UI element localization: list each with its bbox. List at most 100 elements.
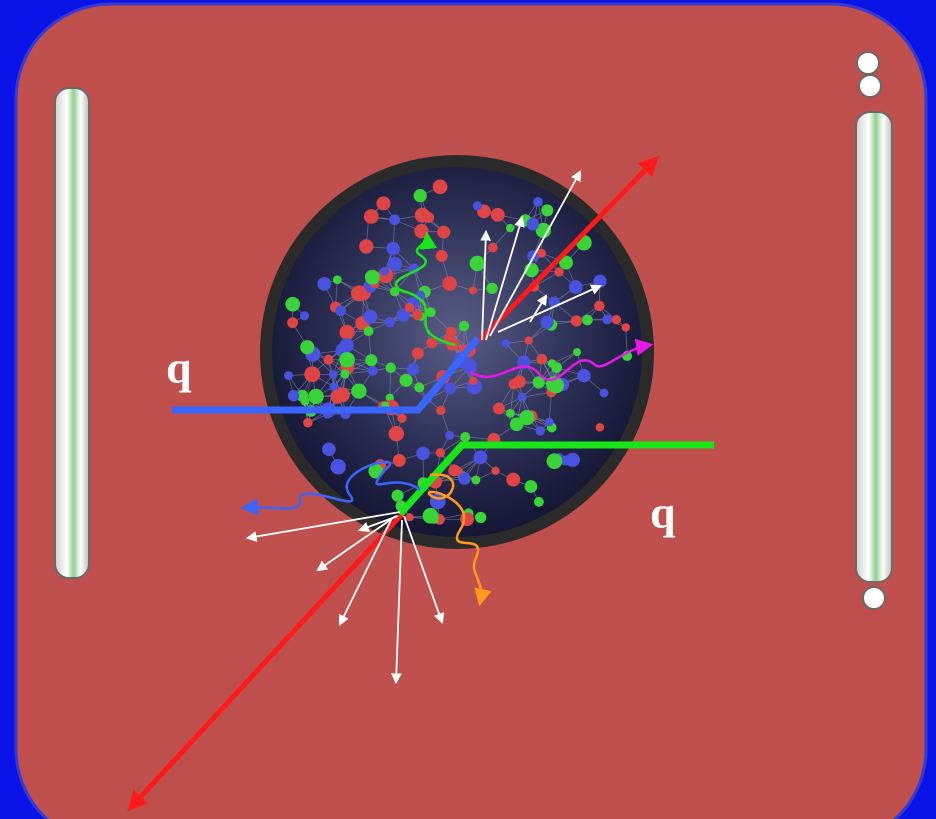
hadron-arrow	[245, 511, 401, 542]
particle	[363, 309, 378, 324]
particle	[376, 196, 391, 211]
particle	[469, 376, 478, 386]
particle	[573, 348, 582, 357]
particle	[328, 370, 338, 379]
particle	[432, 179, 448, 195]
particle	[412, 309, 423, 321]
particle	[303, 417, 313, 428]
particle	[437, 225, 451, 239]
particle	[300, 397, 310, 406]
particle	[425, 307, 436, 318]
particle	[426, 337, 438, 349]
particle	[469, 255, 485, 272]
hadron-arrow	[403, 515, 445, 625]
particle	[435, 249, 448, 262]
particle	[490, 207, 505, 222]
particle	[509, 417, 524, 432]
particle	[536, 248, 546, 258]
particle	[486, 282, 498, 295]
particle	[406, 363, 420, 376]
gluon-magenta	[469, 338, 654, 382]
particle	[386, 241, 400, 256]
particle	[339, 338, 354, 353]
particle	[399, 373, 413, 387]
particle	[473, 450, 488, 465]
quark-label-left: q	[166, 342, 192, 393]
particle	[388, 425, 405, 442]
particle	[384, 316, 395, 328]
particle	[413, 189, 427, 203]
particle	[380, 267, 390, 276]
particle	[595, 422, 605, 432]
particle	[551, 362, 563, 373]
detector-bar-right-cap	[858, 74, 882, 98]
particle	[546, 453, 563, 470]
hadron-arrow	[480, 229, 492, 341]
particle	[359, 239, 374, 254]
particle	[414, 207, 430, 223]
particle	[329, 382, 339, 392]
particle	[287, 317, 298, 329]
particle	[414, 382, 425, 393]
particle	[505, 223, 515, 233]
detector-bar-right	[855, 111, 893, 583]
particle	[364, 269, 380, 285]
particle	[471, 475, 481, 485]
particle	[460, 431, 471, 442]
hadron-arrow	[489, 170, 582, 337]
particle	[287, 390, 300, 402]
particle	[368, 463, 383, 479]
particle	[442, 276, 457, 291]
hadron-arrow	[497, 284, 602, 333]
particle	[322, 442, 336, 457]
particle	[404, 302, 415, 313]
particle	[308, 388, 324, 405]
jet-axis-arrow	[478, 155, 659, 342]
mesh-link	[551, 351, 578, 364]
quark-line-left	[172, 335, 481, 414]
particle	[524, 480, 538, 493]
particle	[299, 311, 310, 321]
detector-bar-right-cap	[862, 586, 886, 610]
particle	[599, 388, 609, 398]
hadron-arrow	[338, 517, 393, 626]
jet-axis-arrow	[127, 510, 406, 812]
hadron-arrow	[357, 515, 399, 533]
particle	[568, 280, 583, 294]
particle	[541, 204, 554, 217]
quark-line-right	[397, 441, 714, 517]
particle	[389, 286, 400, 297]
particle	[416, 446, 430, 461]
particle	[385, 393, 394, 402]
particle	[535, 426, 545, 436]
particle	[339, 351, 355, 368]
particle	[533, 496, 544, 507]
hadron-arrow	[529, 294, 548, 323]
particle	[367, 365, 378, 376]
particle	[570, 315, 582, 327]
hadron-arrow	[485, 215, 525, 341]
particle	[397, 413, 407, 423]
detector-bar-right-cap	[856, 51, 880, 75]
particle	[340, 369, 350, 379]
particle	[536, 353, 548, 365]
particle	[445, 326, 457, 338]
particle	[565, 452, 580, 468]
detector-bar-left	[54, 87, 90, 579]
particle	[391, 489, 404, 502]
particle	[593, 274, 607, 288]
particle	[444, 382, 457, 395]
particle	[519, 409, 535, 426]
hadron-arrow	[390, 519, 403, 685]
particle	[533, 196, 543, 207]
particle	[323, 354, 334, 365]
particle	[517, 392, 527, 402]
particle	[330, 389, 345, 404]
particle	[330, 459, 346, 475]
particle	[462, 358, 478, 374]
particle	[559, 255, 573, 270]
gluon-green	[395, 231, 456, 347]
gluon-blue	[240, 460, 421, 516]
particle	[304, 366, 321, 383]
particle	[535, 222, 552, 239]
